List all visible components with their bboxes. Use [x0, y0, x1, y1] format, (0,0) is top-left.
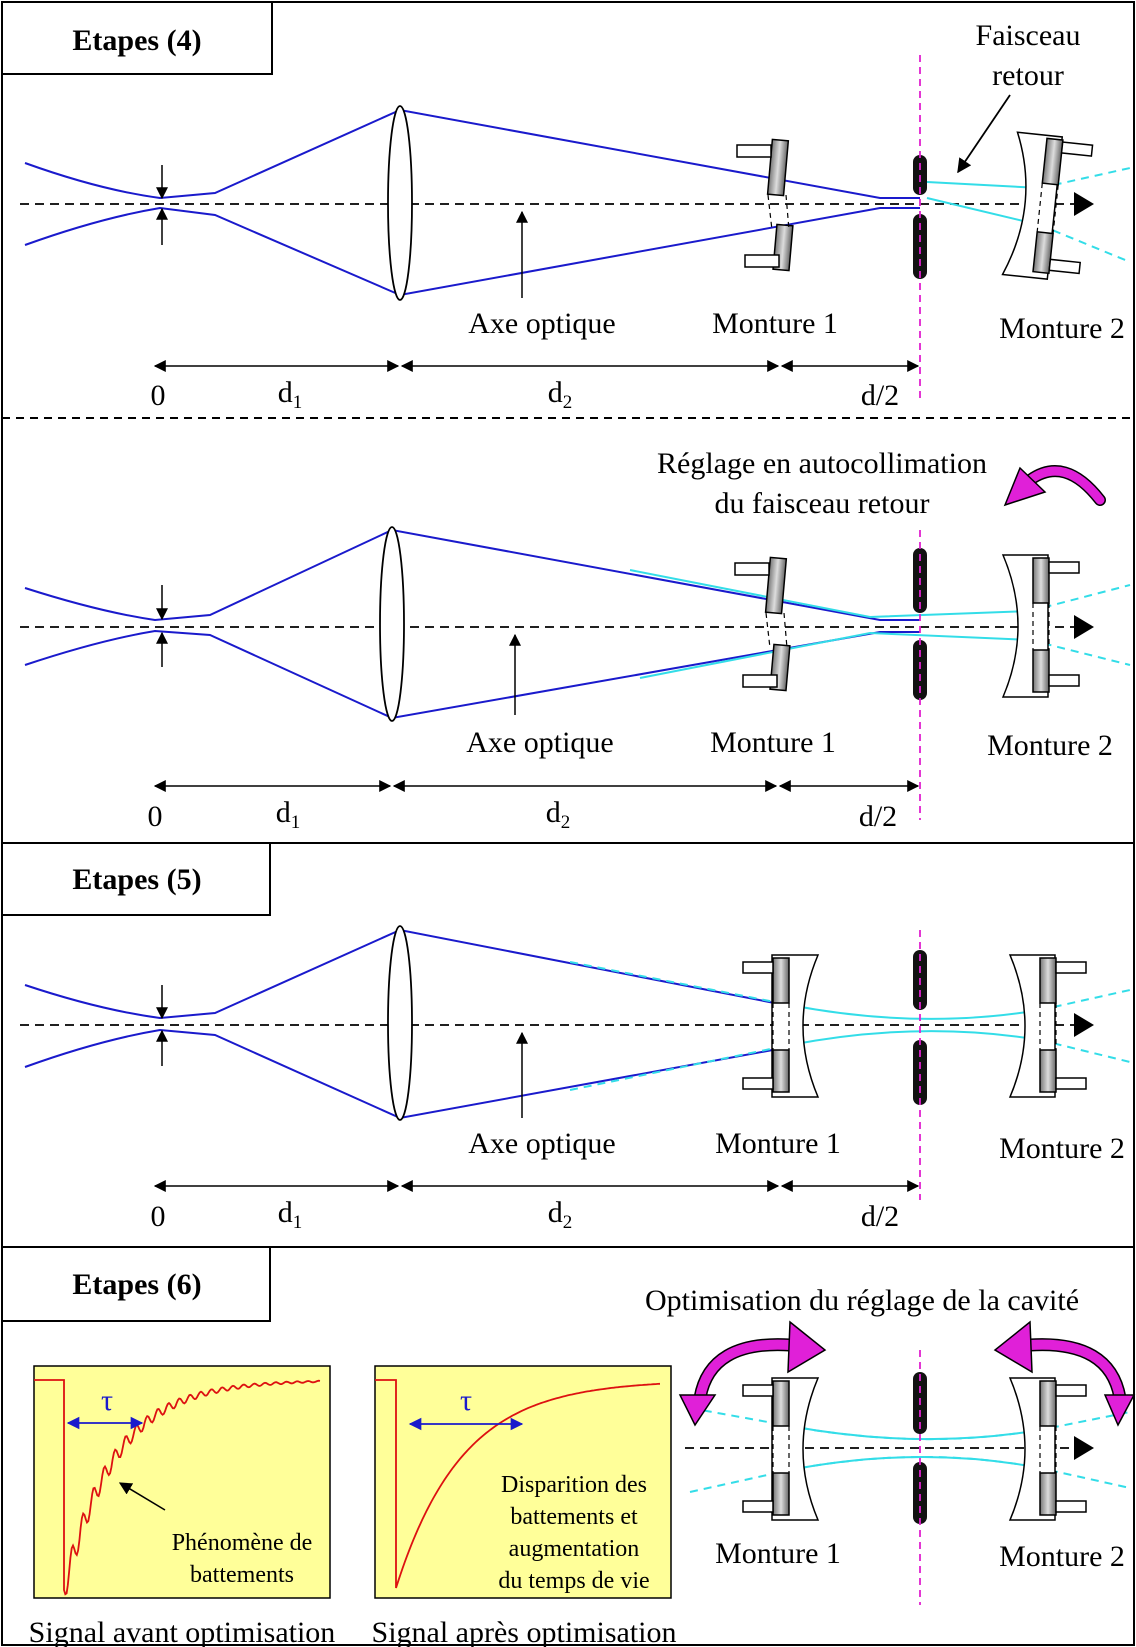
reglage-line2: du faisceau retour	[715, 487, 930, 520]
cavity-mode-lower-ext	[569, 1044, 791, 1091]
monture-2-label: Monture 2	[987, 729, 1113, 762]
return-beam-lower-ext	[1039, 224, 1131, 263]
axe-optique-label: Axe optique	[468, 1127, 615, 1160]
monture-1-label: Monture 1	[710, 726, 836, 759]
panel-step6: Optimisation du réglage de la cavité τ P…	[29, 1284, 1136, 1647]
step-title-6: Etapes (6)	[72, 1268, 201, 1301]
dim-d-half-label: d/2	[859, 800, 897, 833]
monture-1-label: Monture 1	[715, 1537, 841, 1570]
cavity-mode-upper	[789, 1425, 1041, 1441]
axis-arrowhead	[1074, 615, 1094, 639]
laser-beam-lower	[24, 206, 920, 297]
mount-2-mirror	[1001, 131, 1094, 280]
signal-before-curve	[34, 1379, 321, 1596]
dim-d2-label: d2	[548, 1196, 573, 1233]
monture-2-label: Monture 2	[999, 1132, 1125, 1165]
rotation-arrow-right-icon	[993, 1320, 1136, 1427]
axe-optique-label: Axe optique	[466, 726, 613, 759]
step-box-4	[1, 1, 273, 75]
phenomene-line1: Phénomène de	[172, 1530, 313, 1556]
reglage-line1: Réglage en autocollimation	[657, 447, 987, 480]
dim-d-half-label: d/2	[861, 379, 899, 412]
disparition-line2: battements et	[510, 1504, 638, 1530]
mount-2-mirror	[1008, 1377, 1087, 1521]
axis-arrowhead	[1074, 192, 1094, 216]
panel-step5: Axe optique Monture 1 Monture 2 0	[20, 925, 1131, 1233]
panel-step4-b: Axe optique Monture 1 Monture 2 Réglage …	[20, 447, 1131, 833]
dim-d1-label: d1	[278, 376, 303, 413]
cavity-mode-lower	[789, 1456, 1041, 1471]
step-box-6	[1, 1246, 271, 1322]
laser-beam-lower	[24, 1028, 801, 1120]
cavity-mode-upper-dashed	[689, 1407, 1131, 1441]
monture-1-label: Monture 1	[712, 307, 838, 340]
phenomene-pointer	[118, 1482, 166, 1511]
mount-1-mirror	[742, 954, 820, 1098]
laser-beam-lower	[24, 629, 920, 720]
dim-d2-label: d2	[548, 376, 573, 413]
return-beam-lower	[639, 631, 1031, 679]
disparition-line1: Disparition des	[501, 1472, 647, 1498]
lens	[379, 526, 405, 722]
faisceau-retour-pointer	[957, 94, 1011, 174]
cavity-mode-lower	[789, 1030, 1041, 1046]
mount-2-mirror	[1001, 554, 1080, 698]
laser-beam-upper	[24, 928, 801, 1020]
dim-d2-label: d2	[546, 796, 571, 833]
lens	[387, 105, 413, 301]
mount-1	[736, 138, 794, 272]
dim-d-half-label: d/2	[861, 1200, 899, 1233]
return-beam-upper	[629, 569, 1031, 619]
tau-label-after: τ	[460, 1384, 472, 1417]
axe-optique-label: Axe optique	[468, 307, 615, 340]
diaphragm-bottom	[913, 1040, 927, 1105]
disparition-line4: du temps de vie	[498, 1568, 649, 1594]
step-title-5: Etapes (5)	[72, 863, 201, 896]
dim-d1-label: d1	[278, 1196, 303, 1233]
disparition-line3: augmentation	[509, 1536, 640, 1562]
diaphragm-bottom	[913, 214, 927, 279]
mount-2-mirror	[1008, 954, 1087, 1098]
signal-after-panel	[374, 1365, 672, 1599]
dim-zero-label: 0	[151, 1200, 166, 1233]
axis-arrowhead	[1074, 1013, 1094, 1037]
tau-label-before: τ	[101, 1384, 113, 1417]
faisceau-retour-line1: Faisceau	[976, 19, 1081, 52]
signal-before-panel	[33, 1365, 331, 1599]
laser-beam-upper	[24, 108, 920, 200]
signal-apres-label: Signal après optimisation	[372, 1616, 677, 1647]
dim-zero-label: 0	[148, 800, 163, 833]
diaphragm-bottom	[913, 1462, 927, 1524]
step-title-4: Etapes (4)	[72, 24, 201, 57]
cavity-mode-upper	[789, 1004, 1041, 1020]
signal-avant-label: Signal avant optimisation	[29, 1616, 336, 1647]
rotation-arrow-left-icon	[678, 1320, 827, 1427]
signal-after-curve	[375, 1379, 661, 1589]
step-box-5	[1, 842, 271, 916]
phenomene-line2: battements	[190, 1562, 294, 1588]
panel-step4-a: Axe optique Monture 1 Mont	[20, 19, 1131, 413]
cavity-mode-upper-ext	[569, 961, 791, 1006]
rotation-arrow-icon	[1003, 465, 1106, 507]
optimisation-label: Optimisation du réglage de la cavité	[645, 1284, 1079, 1317]
dim-d1-label: d1	[276, 796, 301, 833]
cavity-mode-lower-dashed	[689, 1456, 1131, 1493]
mount-1-mirror	[742, 1377, 820, 1521]
dim-zero-label: 0	[151, 379, 166, 412]
return-beam-upper	[926, 181, 1041, 189]
monture-2-label: Monture 2	[999, 1540, 1125, 1573]
mount-1	[734, 556, 791, 692]
faisceau-retour-line2: retour	[992, 59, 1064, 92]
laser-beam-upper	[24, 528, 920, 622]
return-beam-lower	[926, 197, 1041, 226]
diaphragm-bottom	[913, 640, 927, 700]
monture-2-label: Monture 2	[999, 312, 1125, 345]
monture-1-label: Monture 1	[715, 1127, 841, 1160]
lens	[387, 925, 413, 1121]
axis-arrowhead	[1074, 1436, 1094, 1460]
